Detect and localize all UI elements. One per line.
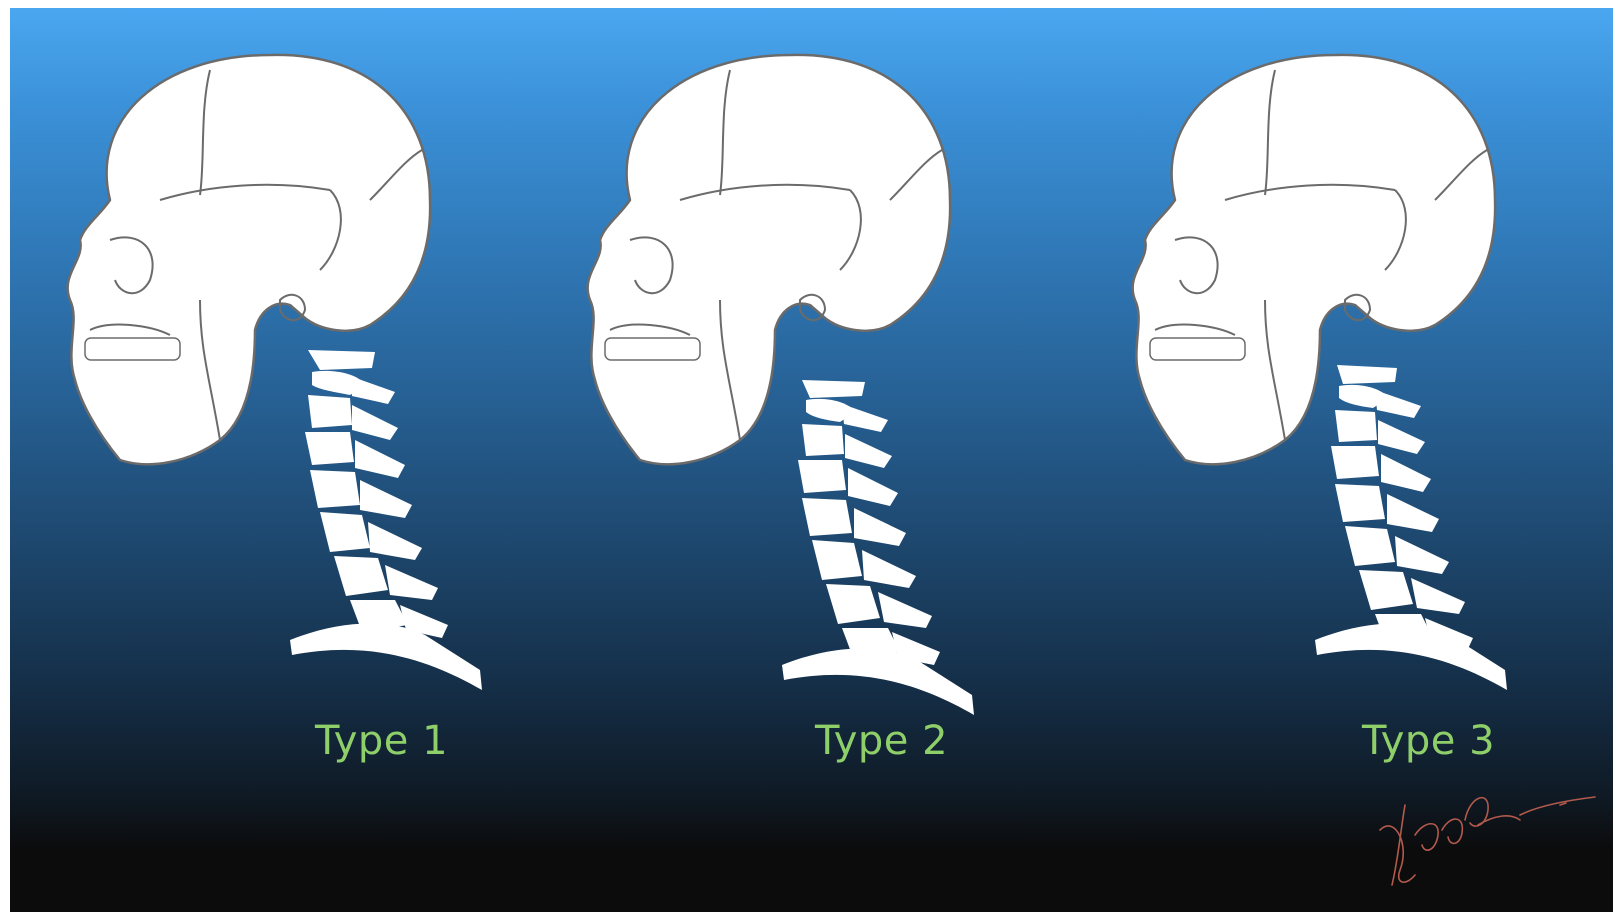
type-1-label: Type 1 [315, 718, 448, 764]
skull-spine-illustration-3 [1115, 0, 1613, 740]
artist-signature [1370, 775, 1600, 895]
skull-spine-type-2 [570, 0, 1090, 740]
type-3-label: Type 3 [1362, 718, 1495, 764]
skull-spine-illustration-2 [570, 0, 1090, 740]
skull-spine-illustration-1 [50, 0, 570, 740]
type-2-label: Type 2 [815, 718, 948, 764]
skull-spine-type-3 [1115, 0, 1613, 740]
skull-spine-type-1 [50, 0, 570, 740]
